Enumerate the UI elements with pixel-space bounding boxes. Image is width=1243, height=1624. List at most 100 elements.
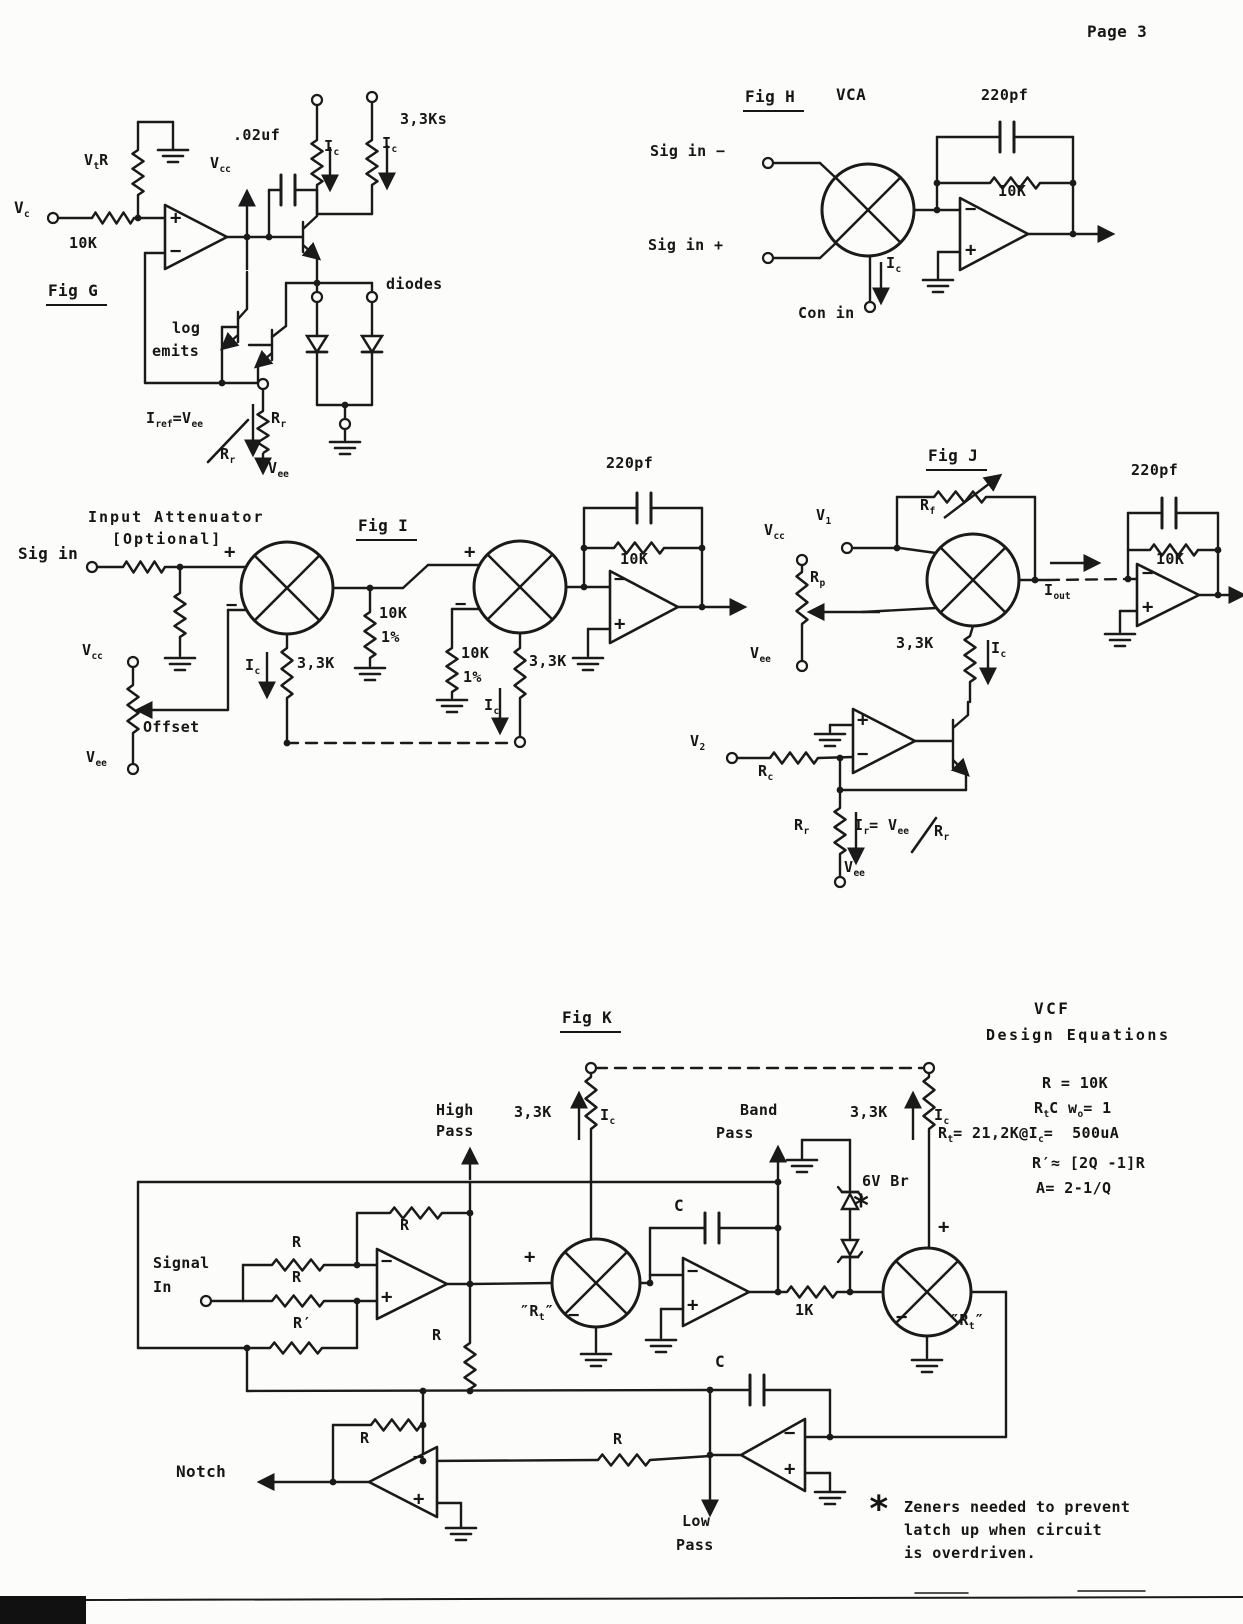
opamp-k2-minus: − — [687, 1260, 699, 1282]
fig-g-title: Fig G — [46, 282, 108, 306]
mult-i2-plus: + — [464, 541, 476, 563]
label-r-plus: R — [292, 1268, 302, 1286]
mult-k1-minus: − — [568, 1304, 580, 1326]
label-r-lp: R — [613, 1430, 623, 1448]
label-notch: Notch — [176, 1462, 227, 1481]
label-rr-g: Rr — [271, 409, 287, 430]
label-r-minus: R — [292, 1233, 302, 1251]
opamp-k3-plus: + — [784, 1458, 796, 1480]
vcf-title: VCF — [1034, 999, 1071, 1018]
opamp-h-minus: − — [965, 198, 977, 220]
label-sig-in-minus: Sig in − — [650, 142, 726, 160]
label-ic-g2: Ic — [382, 134, 398, 155]
label-10k-i2: 10K — [461, 644, 490, 662]
label-10k-i3: 10K — [620, 550, 649, 568]
opamp-g-minus: − — [170, 240, 182, 262]
mult-k2-plus: + — [938, 1216, 950, 1238]
label-vee-g: Vee — [268, 459, 289, 480]
label-33k-j: 3,3K — [896, 634, 934, 652]
label-vc: Vc — [14, 198, 30, 221]
label-high-pass: Pass — [436, 1122, 474, 1140]
label-33k-kr: 3,3K — [850, 1103, 888, 1121]
opamp-g-plus: + — [170, 207, 182, 229]
label-r-vert: R — [432, 1326, 442, 1344]
label-signal-in: In — [153, 1278, 172, 1296]
opamp-notch-minus: − — [413, 1446, 425, 1468]
mult-i2-minus: − — [455, 593, 467, 615]
opamp-h-plus: + — [965, 239, 977, 261]
label-rr-j: Rr — [794, 816, 810, 837]
label-10k-h: 10K — [998, 182, 1027, 200]
label-220pf-h: 220pf — [981, 86, 1029, 104]
fig-j-title: Fig J — [926, 447, 988, 471]
label-low: Low — [682, 1512, 711, 1530]
label-ic-j: Ic — [991, 639, 1007, 660]
label-ic-kr: Ic — [934, 1106, 950, 1127]
opamp-k1-plus: + — [381, 1286, 393, 1308]
label-input-attenuator: Input Attenuator — [88, 508, 265, 526]
label-10k-i1: 10K — [379, 604, 408, 622]
equation-4: R′≈ [2Q -1]R — [1032, 1154, 1146, 1172]
label-r-notch: R — [360, 1429, 370, 1447]
note-line3: is overdriven. — [904, 1544, 1037, 1562]
label-iout: Iout — [1044, 581, 1071, 602]
label-vca: VCA — [836, 85, 867, 104]
label-10k-g: 10K — [69, 234, 98, 252]
label-1pct-i2: 1% — [463, 668, 482, 686]
label-ic-i2: Ic — [484, 696, 500, 717]
opamp-j-minus: − — [1142, 562, 1154, 584]
equation-3: Rt= 21,2K@Ic= 500uA — [938, 1124, 1120, 1145]
label-log: log — [172, 319, 201, 337]
asterisk-note-icon: * — [868, 1489, 890, 1530]
label-c1: C — [674, 1196, 685, 1215]
opamp-k2-plus: + — [687, 1294, 699, 1316]
label-33k-i2: 3,3K — [529, 652, 567, 670]
label-sig-in-i: Sig in — [18, 544, 79, 563]
opamp-j-plus: + — [1142, 596, 1154, 618]
label-rc: Rc — [758, 762, 774, 783]
label-high: High — [436, 1101, 474, 1119]
note-line2: latch up when circuit — [904, 1521, 1103, 1539]
label-emits: emits — [152, 342, 200, 360]
opamp-notch-plus: + — [413, 1488, 425, 1510]
label-offset: Offset — [143, 718, 200, 736]
label-low-pass: Pass — [676, 1536, 714, 1554]
label-ir-den: Rr — [934, 822, 950, 843]
equation-1: R = 10K — [1042, 1074, 1109, 1092]
opamp-j2-plus: + — [857, 709, 869, 731]
label-diodes: diodes — [386, 275, 443, 293]
label-ic-kl: Ic — [600, 1106, 616, 1127]
note-line1: Zeners needed to prevent — [904, 1498, 1131, 1516]
label-1k: 1K — [795, 1301, 814, 1319]
label-vee-j1: Vee — [750, 644, 771, 665]
label-ic-h: Ic — [886, 254, 902, 275]
label-33k-i1: 3,3K — [297, 654, 335, 672]
opamp-k3-minus: − — [784, 1422, 796, 1444]
opamp-i-minus: − — [614, 568, 626, 590]
label-33k-kl: 3,3K — [514, 1103, 552, 1121]
label-vcc-j: Vcc — [764, 521, 785, 542]
label-220pf-j: 220pf — [1131, 461, 1179, 479]
opamp-i-plus: + — [614, 613, 626, 635]
opamp-k1-minus: − — [381, 1250, 393, 1272]
label-r-fb: R — [400, 1216, 410, 1234]
mult-i1-minus: − — [226, 594, 238, 616]
label-signal: Signal — [153, 1254, 210, 1272]
label-c2: C — [715, 1352, 726, 1371]
vcf-subtitle: Design Equations — [986, 1026, 1171, 1044]
label-vcc-i: Vcc — [82, 641, 103, 662]
label-band-pass: Pass — [716, 1124, 754, 1142]
label-iref-den: Rr — [220, 445, 236, 466]
fig-h-title: Fig H — [743, 88, 805, 112]
label-rf: Rf — [920, 496, 936, 517]
label-ic-g1: Ic — [324, 137, 340, 158]
label-vcc-g: Vcc — [210, 154, 231, 175]
label-optional: [Optional] — [112, 530, 223, 548]
label-sig-in-plus: Sig in + — [648, 236, 724, 254]
label-220pf-i: 220pf — [606, 454, 654, 472]
page-number: Page 3 — [1087, 22, 1148, 41]
label-1pct-i1: 1% — [381, 628, 400, 646]
label-ic-i1: Ic — [245, 656, 261, 677]
